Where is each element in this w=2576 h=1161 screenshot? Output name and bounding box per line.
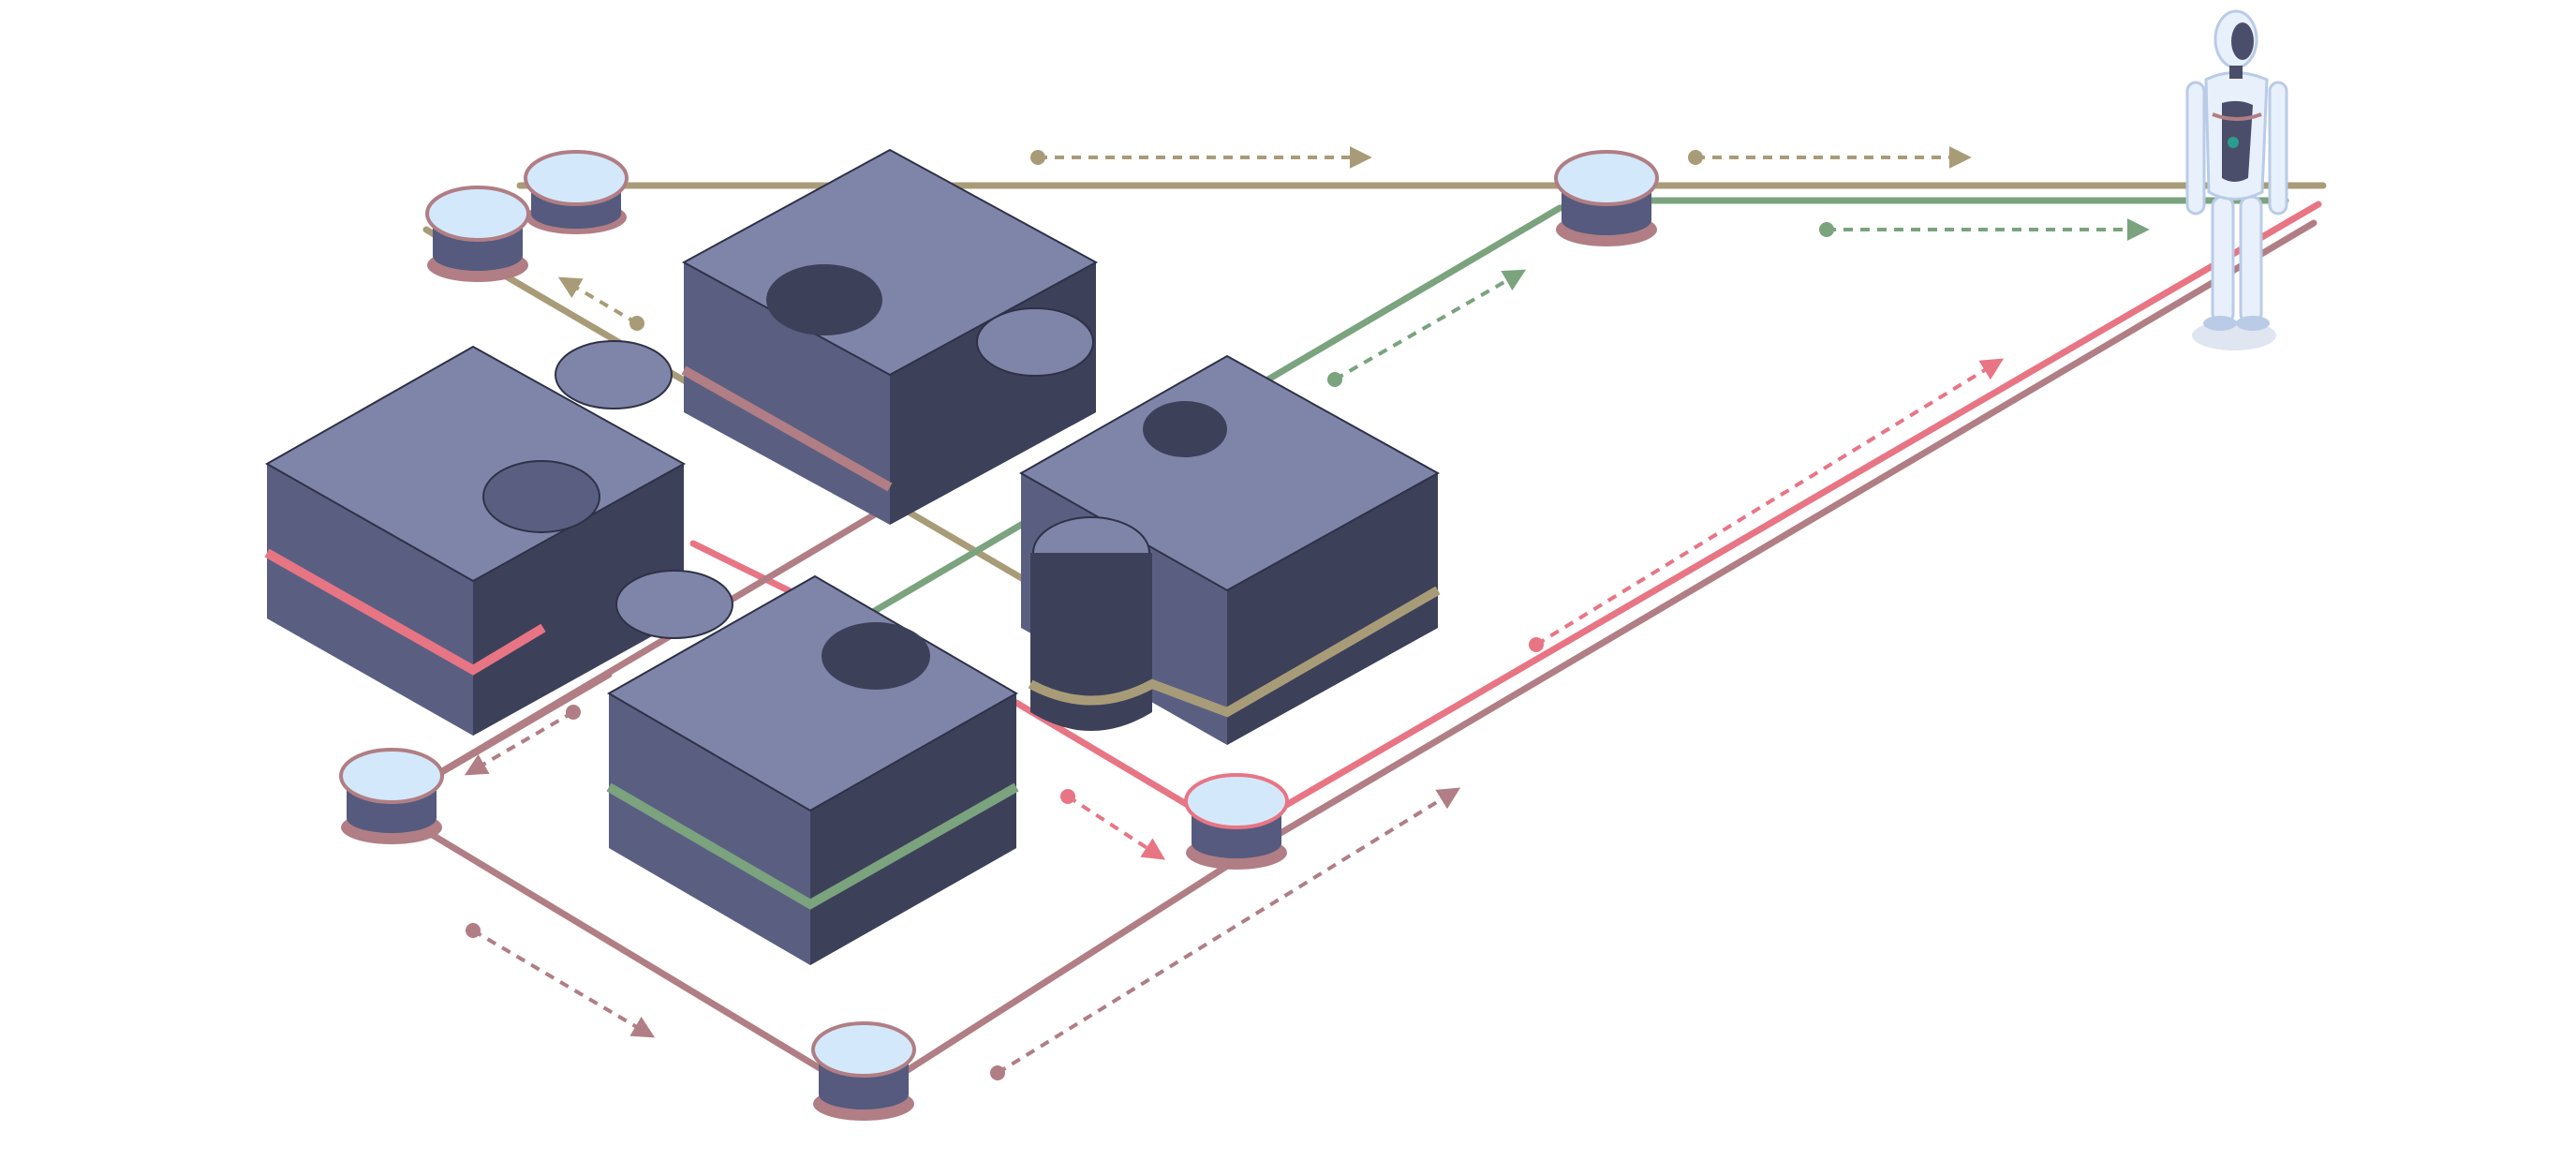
database-node-icon <box>1554 150 1659 246</box>
database-node-icon <box>524 150 629 234</box>
arrow-icon <box>464 710 575 776</box>
flow-arrow-dots <box>466 150 1834 1080</box>
puzzle-piece-icon <box>264 340 687 736</box>
database-node-icon <box>339 748 444 844</box>
robot-icon <box>2185 9 2288 350</box>
arrow-icon <box>996 787 1461 1075</box>
database-node-icon <box>811 1021 916 1121</box>
puzzle-piece-icon <box>1018 354 1441 745</box>
data-nodes <box>339 150 1659 1121</box>
database-node-icon <box>1184 773 1289 870</box>
puzzle-piece-icon <box>681 148 1099 525</box>
arrow-icon <box>471 929 656 1038</box>
arrow-icon <box>1334 269 1527 381</box>
database-node-icon <box>425 186 530 282</box>
puzzle-piece-icon <box>606 570 1019 965</box>
flow-arrows <box>464 146 2150 1075</box>
arrow-icon <box>1066 795 1166 860</box>
arrow-icon <box>557 276 639 325</box>
arrow-icon <box>1534 358 2005 647</box>
